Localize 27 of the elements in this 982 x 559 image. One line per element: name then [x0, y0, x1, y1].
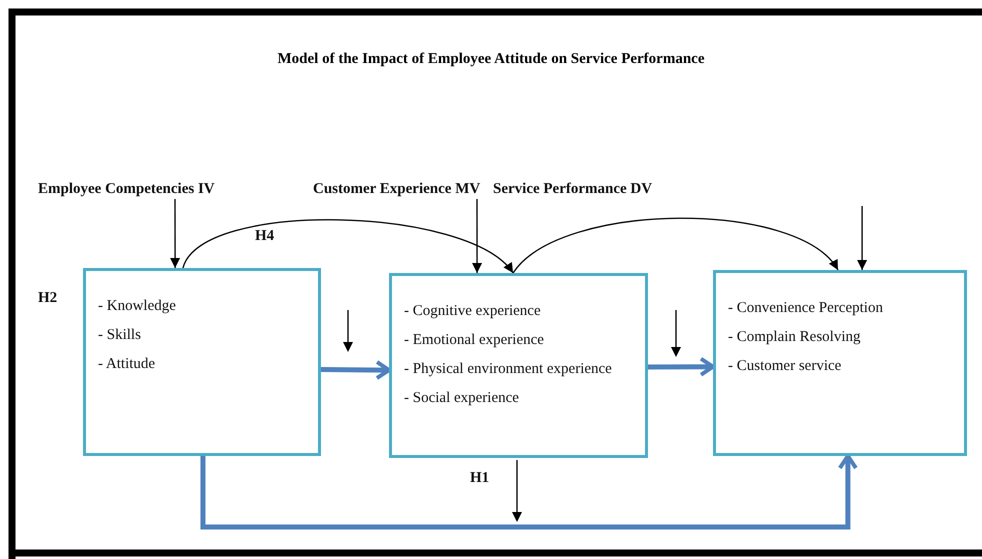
indicator-text: - Emotional experience — [404, 331, 545, 350]
hypothesis-label: H1 — [470, 470, 490, 487]
thick-arrow — [320, 360, 391, 380]
variable-box — [713, 270, 967, 456]
arrow — [512, 218, 838, 274]
variable-heading: Service Performance DV — [493, 181, 652, 198]
indicator-text: - Knowledge — [98, 297, 177, 316]
hypothesis-label: H2 — [38, 290, 58, 307]
indicator-text: - Physical environment experience — [404, 360, 613, 379]
indicator-text: - Customer service — [728, 357, 842, 376]
variable-heading: Customer Experience MV — [313, 181, 480, 198]
indicator-text: - Attitude — [98, 355, 156, 374]
arrow — [472, 199, 482, 273]
variable-heading: Employee Competencies IV — [38, 181, 215, 198]
variable-box — [83, 268, 321, 456]
arrow — [182, 219, 514, 274]
thick-arrow — [200, 454, 858, 530]
indicator-text: - Cognitive experience — [404, 302, 542, 321]
indicator-text: - Skills — [98, 326, 142, 345]
variable-box — [389, 273, 648, 458]
indicator-text: - Social experience — [404, 389, 520, 408]
indicator-text: - Convenience Perception — [728, 299, 884, 318]
arrow — [857, 206, 868, 270]
thick-arrow — [648, 356, 715, 377]
indicator-text: - Complain Resolving — [728, 328, 862, 347]
arrow — [170, 199, 180, 268]
diagram-title: Model of the Impact of Employee Attitude on Service Performance — [278, 51, 704, 67]
